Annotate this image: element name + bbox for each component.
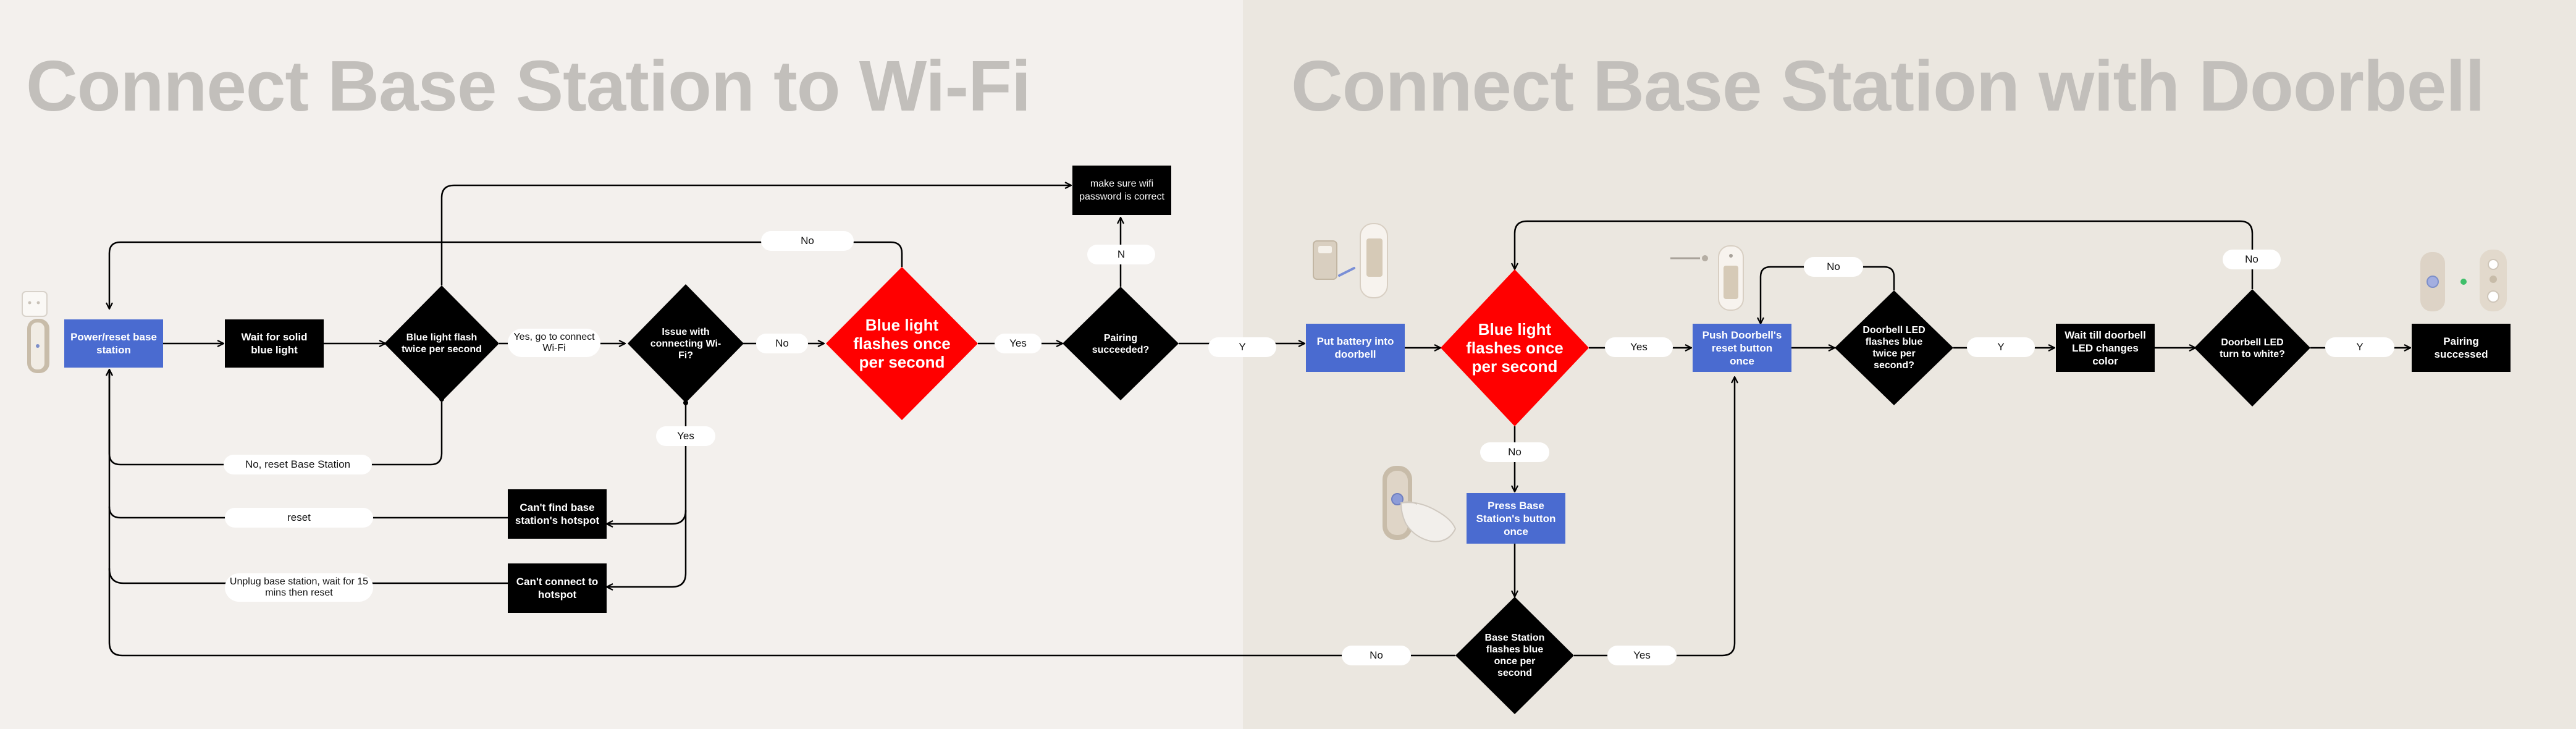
cant-connect-hotspot-node: Can't connect to hotspot [508, 563, 607, 613]
label-no-base-flash: No [1342, 646, 1411, 665]
label-yes-base-flash: Yes [1607, 646, 1677, 665]
doorbell-reset-tool-illustration [1670, 245, 1744, 311]
wait-solid-blue-node: Wait for solid blue light [225, 319, 324, 368]
label-yes-red2: Yes [1605, 337, 1673, 357]
wait-led-color-node: Wait till doorbell LED changes color [2056, 324, 2155, 372]
red-flash-once-text: Blue light flashes once per second [853, 316, 951, 371]
label-unplug: Unplug base station, wait for 15 mins th… [225, 573, 373, 602]
label-n-pairing: N [1087, 245, 1155, 264]
label-y-led-white: Y [2325, 337, 2394, 357]
pairing-succeeded-text: Pairing succeeded? [1092, 333, 1150, 355]
blue-flash-twice-text: Blue light flash twice per second [402, 332, 482, 355]
label-y-pairing: Y [1208, 337, 1276, 357]
red-flash-once-diamond [826, 267, 978, 420]
cant-find-hotspot-node: Can't find base station's hotspot [508, 489, 607, 539]
red-flash-once-2-text: Blue light flashes once per second [1466, 320, 1564, 376]
pairing-successed-node: Pairing successed [2412, 324, 2511, 372]
press-base-button-node: Press Base Station's button once [1467, 493, 1565, 544]
wifi-section-background [0, 0, 1243, 729]
label-reset: reset [225, 508, 373, 528]
doorbell-led-status-illustration [2420, 250, 2507, 311]
put-battery-node: Put battery into doorbell [1306, 324, 1405, 372]
base-flashes-blue-text: Base Station flashes blue once per secon… [1484, 633, 1545, 678]
led-white-text: Doorbell LED turn to white? [2220, 337, 2285, 360]
pairing-succeeded-diamond [1063, 287, 1179, 400]
power-reset-node: Power/reset base station [64, 319, 163, 368]
press-base-button-hand-illustration [1383, 466, 1457, 542]
doorbell-battery-illustration [1313, 223, 1388, 298]
label-no-red2: No [1480, 442, 1549, 462]
label-yes-go-wifi: Yes, go to connect Wi-Fi [508, 329, 600, 357]
base-station-device-illustration [22, 291, 49, 373]
label-no-top-loop: No [761, 231, 854, 251]
led-white-diamond [2194, 289, 2310, 407]
issue-wifi-diamond [628, 284, 744, 403]
label-no-to-red: No [756, 334, 808, 353]
base-flashes-blue-diamond [1455, 597, 1574, 714]
red-flash-once-2-diamond [1441, 269, 1589, 426]
push-reset-node: Push Doorbell's reset button once [1693, 324, 1791, 372]
issue-wifi-text: Issue with connecting Wi-Fi? [650, 326, 722, 361]
led-flashes-twice-text: Doorbell LED flashes blue twice per seco… [1863, 325, 1926, 371]
wifi-section-title: Connect Base Station to Wi-Fi [26, 46, 1031, 126]
label-y-led-twice: Y [1967, 337, 2035, 357]
label-no-reset-base: No, reset Base Station [224, 455, 372, 474]
doorbell-section-title: Connect Base Station with Doorbell [1291, 46, 2485, 126]
label-no-led-twice: No [1804, 257, 1863, 277]
label-yes-issue: Yes [656, 426, 715, 446]
label-no-led-white: No [2223, 250, 2281, 269]
check-password-node: make sure wifi password is correct [1072, 166, 1171, 215]
blue-flash-twice-diamond [384, 285, 499, 402]
label-yes-to-pairing: Yes [995, 334, 1042, 353]
led-flashes-twice-diamond [1835, 290, 1953, 405]
